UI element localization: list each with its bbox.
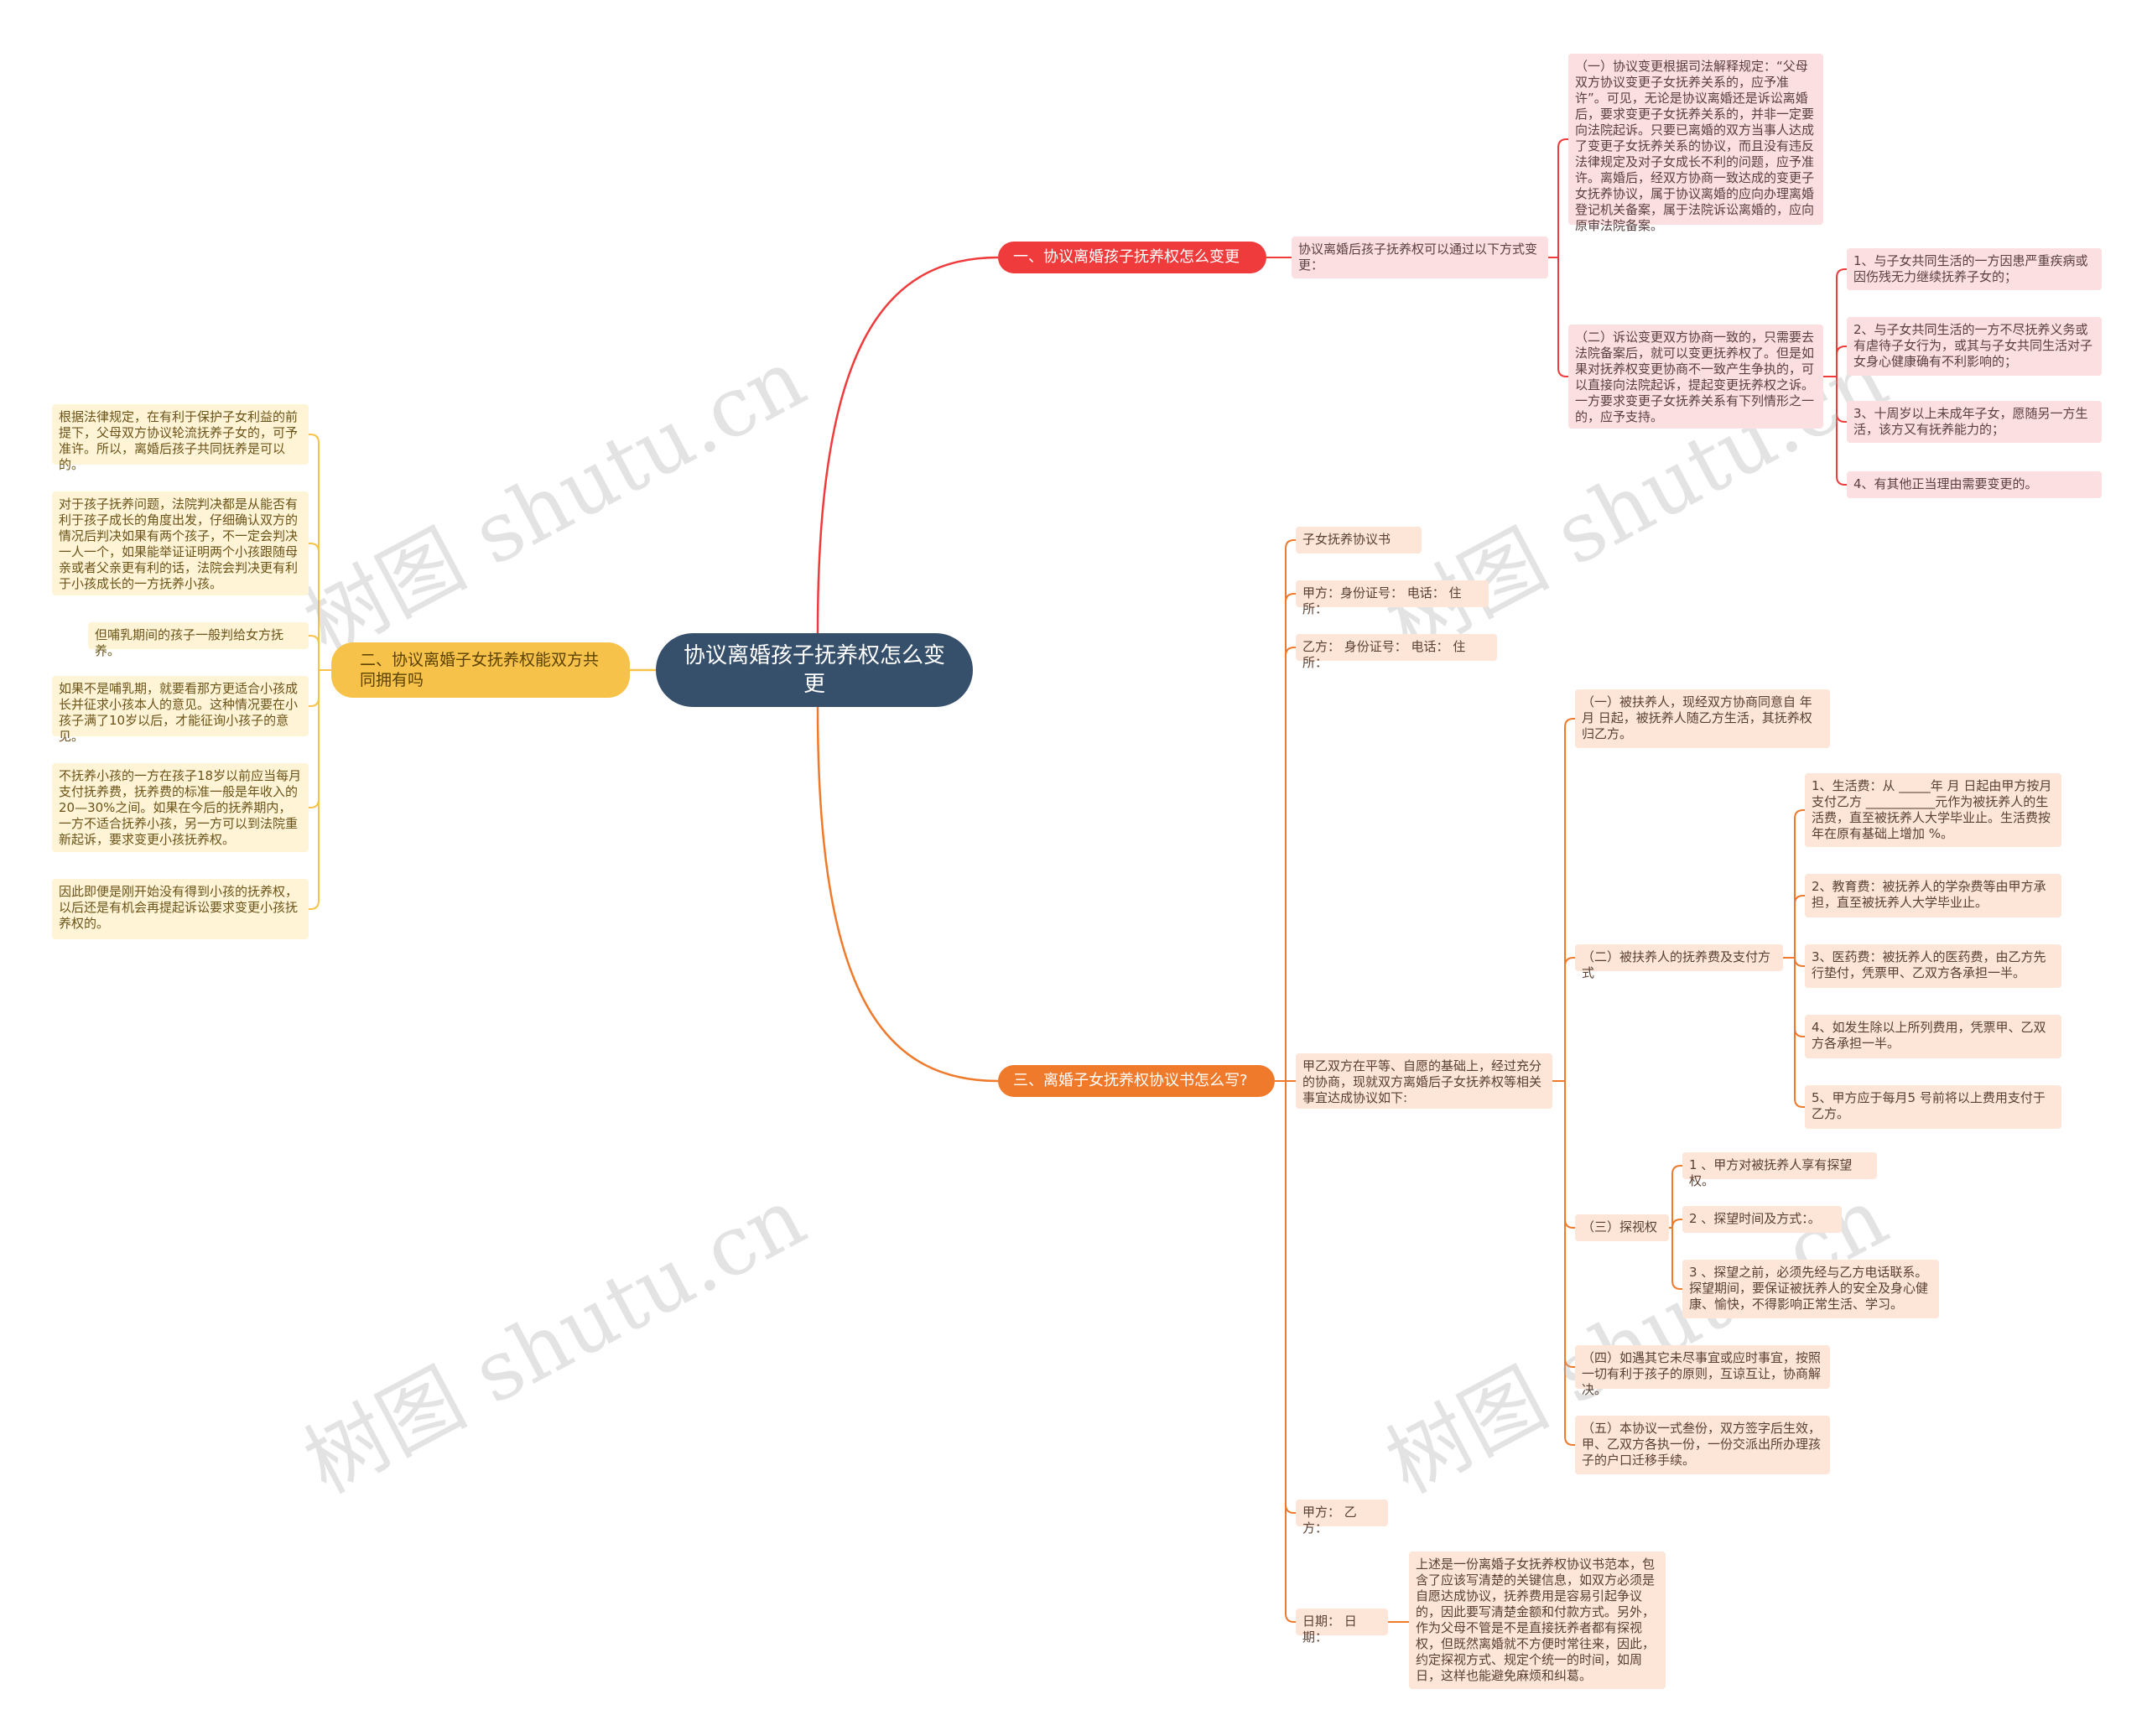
connector-line: [1794, 957, 1813, 967]
connector-line: [816, 256, 999, 634]
section-2-item-2[interactable]: 2、教育费：被抚养人的学杂费等由甲方承担，直至被抚养人大学毕业止。: [1805, 874, 2061, 917]
section-2-item-5[interactable]: 5、甲方应于每月5 号前将以上费用支付于乙方。: [1805, 1085, 2061, 1129]
connector-line: [1671, 1165, 1691, 1175]
branch-1-item-2-sub-3[interactable]: 3、十周岁以上未成年子女，愿随另一方生活，该方又有抚养能力的；: [1847, 401, 2102, 443]
agreement-title[interactable]: 子女抚养协议书: [1296, 527, 1422, 554]
branch-1-item-2-sub-4[interactable]: 4、有其他正当理由需要变更的。: [1847, 471, 2102, 498]
connector-line: [1285, 647, 1304, 657]
branch-1-item-2-sub-1[interactable]: 1、与子女共同生活的一方因患严重疾病或因伤残无力继续抚养子女的；: [1847, 248, 2102, 290]
connector-line: [1285, 593, 1304, 603]
connector-line: [1285, 539, 1304, 549]
connector-line: [309, 543, 320, 553]
connector-line: [309, 697, 320, 707]
connector-line: [1836, 346, 1855, 356]
branch-2-item-1[interactable]: 根据法律规定，在有利于保护子女利益的前提下，父母双方协议轮流抚养子女的，可予准许…: [52, 404, 309, 472]
branch-1-item-2-sub-2[interactable]: 2、与子女共同生活的一方不尽抚养义务或有虐待子女行为，或其与子女共同生活对子女身…: [1847, 317, 2102, 376]
connector-line: [309, 434, 320, 444]
connector-line: [1671, 1219, 1691, 1229]
connector-line: [1564, 957, 1583, 967]
branch-3-topic[interactable]: 三、离婚子女抚养权协议书怎么写?: [998, 1065, 1275, 1097]
agreement-intro[interactable]: 甲乙双方在平等、自愿的基础上，经过充分的协商，现就双方离婚后子女抚养权等相关事宜…: [1296, 1053, 1552, 1109]
section-2-item-4[interactable]: 4、如发生除以上所列费用，凭票甲、乙双方各承担一半。: [1805, 1015, 2061, 1058]
branch-2-topic[interactable]: 二、协议离婚子女抚养权能双方共同拥有吗: [331, 642, 630, 698]
connector-line: [1285, 1613, 1304, 1623]
branch-1-summary[interactable]: 协议离婚后孩子抚养权可以通过以下方式变更：: [1292, 236, 1548, 278]
section-1-custody[interactable]: （一）被扶养人，现经双方协商同意自 年 月 日起，被抚养人随乙方生活，其抚养权归…: [1575, 689, 1830, 748]
connector-line: [1794, 1027, 1813, 1037]
section-2-item-1[interactable]: 1、生活费：从 _____年 月 日起由甲方按月支付乙方 ___________…: [1805, 773, 2061, 847]
branch-2-item-3[interactable]: 但哺乳期间的孩子一般判给女方抚养。: [88, 622, 309, 658]
connector-line: [1836, 476, 1855, 486]
party-b-info[interactable]: 乙方： 身份证号： 电话： 住所：: [1296, 634, 1497, 670]
branch-1-item-2[interactable]: （二）诉讼变更双方协商一致的，只需要去法院备案后，就可以变更抚养权了。但是如果对…: [1568, 325, 1823, 429]
connector-line: [309, 635, 320, 645]
branch-2-item-5[interactable]: 不抚养小孩的一方在孩子18岁以前应当每月支付抚养费，抚养费的标准一般是年收入的2…: [52, 763, 309, 852]
section-4-other[interactable]: （四）如遇其它未尽事宜或应时事宜，按照一切有利于孩子的原则，互谅互让，协商解决。: [1575, 1345, 1830, 1397]
connector-line: [1794, 809, 1813, 819]
branch-2-item-2[interactable]: 对于孩子抚养问题，法院判决都是从能否有利于孩子成长的角度出发，仔细确认双方的情况…: [52, 491, 309, 595]
connector-line: [309, 900, 320, 910]
connector-line: [1564, 718, 1583, 728]
connector-line: [1794, 895, 1813, 905]
connector-line: [1564, 1358, 1583, 1368]
connector-line: [1285, 1504, 1304, 1514]
party-a-info[interactable]: 甲方：身份证号： 电话： 住所：: [1296, 580, 1489, 616]
connector-line: [1557, 367, 1577, 377]
connector-line: [309, 798, 320, 808]
branch-2-item-6[interactable]: 因此即便是刚开始没有得到小孩的抚养权，以后还是有机会再提起诉讼要求变更小孩抚养权…: [52, 879, 309, 939]
branch-1-item-1[interactable]: （一）协议变更根据司法解释规定：“父母双方协议变更子女抚养关系的，应予准许”。可…: [1568, 54, 1823, 233]
signature-line[interactable]: 甲方： 乙方：: [1296, 1500, 1388, 1536]
root-topic[interactable]: 协议离婚孩子抚养权怎么变更: [656, 633, 973, 707]
section-3-item-3[interactable]: 3 、探望之前，必须先经与乙方电话联系。探望期间，要保证被抚养人的安全及身心健康…: [1682, 1260, 1939, 1318]
connector-line: [1836, 413, 1855, 423]
section-3-item-1[interactable]: 1 、甲方对被抚养人享有探望权。: [1682, 1152, 1877, 1188]
connector-line: [1564, 1436, 1583, 1446]
date-note[interactable]: 上述是一份离婚子女抚养权协议书范本，包含了应该写清楚的关键信息，如双方必须是自愿…: [1409, 1551, 1666, 1689]
branch-2-item-4[interactable]: 如果不是哺乳期，就要看那方更适合小孩成长并征求小孩本人的意见。这种情况要在小孩子…: [52, 676, 309, 744]
section-2-item-3[interactable]: 3、医药费：被抚养人的医药费，由乙方先行垫付，凭票甲、乙双方各承担一半。: [1805, 944, 2061, 988]
branch-1-topic[interactable]: 一、协议离婚孩子抚养权怎么变更: [998, 242, 1266, 273]
connector-line: [816, 706, 999, 1083]
section-3-visitation[interactable]: （三）探视权: [1575, 1214, 1669, 1241]
section-5-copies[interactable]: （五）本协议一式叁份，双方签字后生效，甲、乙双方各执一份，一份交派出所办理孩子的…: [1575, 1416, 1830, 1474]
connector-line: [1557, 138, 1577, 148]
connector-line: [1794, 1098, 1813, 1108]
connector-line: [1671, 1280, 1691, 1290]
date-line[interactable]: 日期： 日期：: [1296, 1609, 1388, 1645]
connector-line: [1564, 1219, 1583, 1229]
section-2-support[interactable]: （二）被扶养人的抚养费及支付方式: [1575, 944, 1783, 980]
connector-line: [1836, 268, 1855, 278]
section-3-item-2[interactable]: 2 、探望时间及方式：。: [1682, 1206, 1842, 1233]
